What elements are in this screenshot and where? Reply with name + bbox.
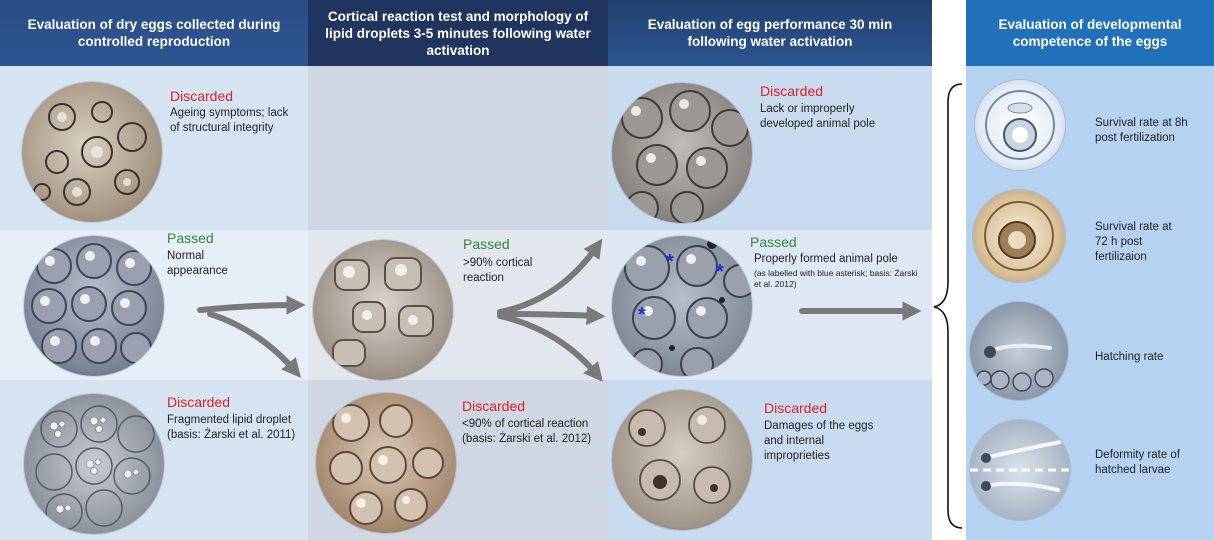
egg-photo-animal-pole-passed (612, 236, 752, 376)
egg-photo-normal (24, 236, 164, 376)
header-egg-performance: Evaluation of egg performance 30 min fol… (608, 0, 932, 66)
egg-photo-damaged (612, 390, 752, 530)
egg-photo-cortical-discarded (316, 393, 456, 533)
dev-photo-72h (973, 190, 1065, 282)
col3-middle-description: Properly formed animal pole (754, 252, 929, 267)
col3-top-description: Lack or improperly developed animal pole (760, 102, 900, 132)
header-cortical-reaction: Cortical reaction test and morphology of… (308, 0, 608, 66)
dev-label-72h: Survival rate at 72 h post fertilizaion (1095, 220, 1185, 265)
col1-bottom-description: Fragmented lipid droplet (167, 413, 307, 428)
col1-top-status: Discarded (170, 88, 233, 104)
egg-photo-ageing (22, 82, 162, 222)
egg-photo-fragmented-lipid (24, 394, 164, 534)
asterisk-3: * (638, 305, 646, 325)
col2-bottom-description: <90% of cortical reaction (462, 417, 612, 432)
col1-bottom-status: Discarded (167, 394, 230, 410)
asterisk-2: * (716, 262, 724, 282)
col1-middle-description: Normal appearance (167, 249, 247, 279)
dev-photo-8h (975, 80, 1065, 170)
dev-label-deformity: Deformity rate of hatched larvae (1095, 448, 1185, 478)
egg-photo-animal-pole-discarded (612, 83, 752, 223)
col3-middle-note: (as labelled with blue asterisk; basis: … (754, 268, 924, 290)
col2-bottom-status: Discarded (462, 398, 525, 414)
col2-middle-status: Passed (463, 236, 510, 252)
col1-middle-status: Passed (167, 230, 214, 246)
col3-bottom-status: Discarded (764, 400, 827, 416)
curly-brace (934, 84, 962, 528)
col1-bottom-basis: (basis: Żarski et al. 2011) (167, 428, 307, 443)
dev-photo-deformity (970, 420, 1070, 520)
col3-middle-status: Passed (750, 234, 797, 250)
header-dry-eggs: Evaluation of dry eggs collected during … (0, 0, 308, 66)
egg-photo-cortical-passed (313, 240, 453, 380)
dev-label-hatching: Hatching rate (1095, 350, 1205, 365)
asterisk-1: * (666, 252, 674, 272)
col2-middle-description: >90% cortical reaction (463, 256, 553, 286)
dev-photo-hatching (970, 302, 1068, 400)
col3-bottom-description: Damages of the eggs and internal impropr… (764, 419, 874, 464)
col1-top-description: Ageing symptoms; lack of structural inte… (170, 106, 290, 136)
header-developmental-competence: Evaluation of developmental competence o… (966, 0, 1214, 66)
dev-label-8h: Survival rate at 8h post fertilization (1095, 116, 1205, 146)
col3-top-status: Discarded (760, 83, 823, 99)
col2-bottom-basis: (basis: Żarski et al. 2012) (462, 432, 612, 447)
